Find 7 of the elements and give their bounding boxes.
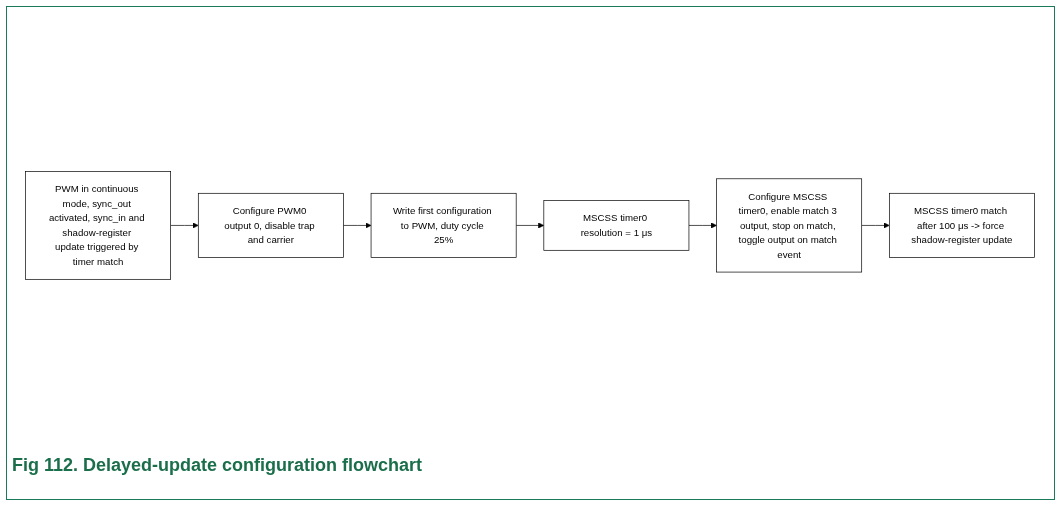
node-box: Configure PWM0 output 0, disable trap and carrier: [197, 192, 344, 258]
figure-caption: Fig 112. Delayed-update configuration flowchart: [12, 455, 423, 476]
node-box: PWM in continuous mode, sync_out activated, sync_in and shadow-register update triggered by timer match: [25, 170, 171, 280]
node-box: Configure MSCSS timer0, enable match 3 output, stop on match, toggle output on match event: [716, 178, 863, 272]
node-box: MSCSS timer0 match after 100 μs -> force shadow-register update: [889, 192, 1035, 258]
node-box: Write first configuration to PWM, duty cycle 25%: [370, 192, 517, 258]
node-box: MSCSS timer0 resolution = 1 μs: [543, 199, 690, 251]
